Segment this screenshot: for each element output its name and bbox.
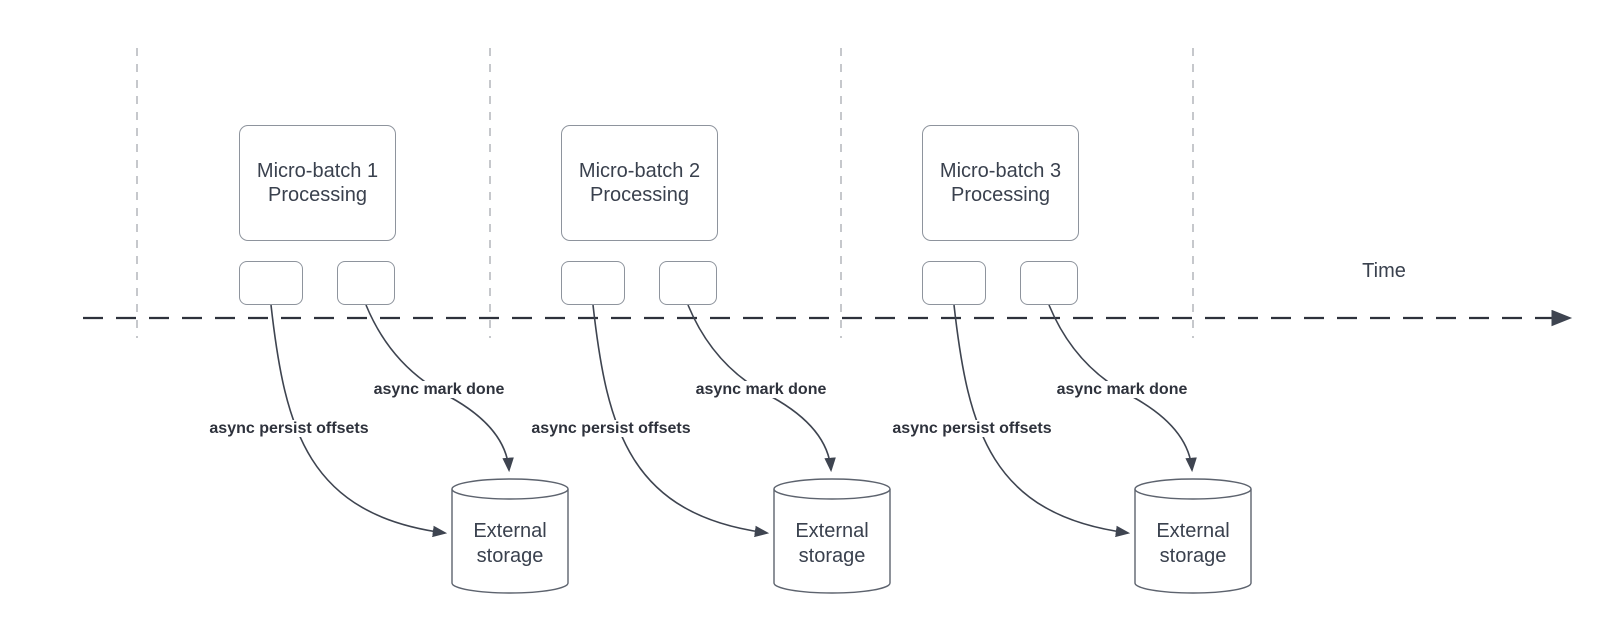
storage-cylinder-top bbox=[1134, 478, 1252, 500]
time-interval-grid bbox=[136, 48, 1194, 338]
external-storage-label: External storage bbox=[795, 520, 869, 567]
offset-box-right bbox=[337, 261, 395, 305]
persist-offsets-label: async persist offsets bbox=[889, 420, 1055, 437]
persist-offsets-arrow bbox=[270, 304, 448, 538]
storage-cylinder-body bbox=[1134, 489, 1252, 594]
micro-batch-label: Micro-batch 2 Processing bbox=[578, 160, 701, 206]
offset-box-right bbox=[1020, 261, 1078, 305]
offset-box-left bbox=[922, 261, 986, 305]
mark-done-label: async mark done bbox=[370, 381, 508, 398]
persist-offsets-label: async persist offsets bbox=[528, 420, 694, 437]
section-2-graphics bbox=[592, 304, 891, 594]
mark-done-label: async mark done bbox=[1053, 381, 1191, 398]
storage-cylinder-top bbox=[451, 478, 569, 500]
persist-offsets-arrow bbox=[592, 304, 770, 538]
external-storage-label: External storage bbox=[1156, 520, 1230, 567]
storage-cylinder-body bbox=[451, 489, 569, 594]
persist-offsets-label: async persist offsets bbox=[206, 420, 372, 437]
storage-cylinder-top bbox=[773, 478, 891, 500]
offset-box-left bbox=[561, 261, 625, 305]
micro-batch-label: Micro-batch 1 Processing bbox=[256, 160, 379, 206]
external-storage-label: External storage bbox=[473, 520, 547, 567]
micro-batch-box: Micro-batch 1 Processing bbox=[239, 125, 396, 241]
offset-box-left bbox=[239, 261, 303, 305]
micro-batch-label: Micro-batch 3 Processing bbox=[939, 160, 1062, 206]
mark-done-label: async mark done bbox=[692, 381, 830, 398]
time-axis-label: Time bbox=[1362, 260, 1406, 282]
offset-box-right bbox=[659, 261, 717, 305]
storage-cylinder-body bbox=[773, 489, 891, 594]
persist-offsets-arrow bbox=[953, 304, 1131, 538]
micro-batch-box: Micro-batch 3 Processing bbox=[922, 125, 1079, 241]
micro-batch-box: Micro-batch 2 Processing bbox=[561, 125, 718, 241]
section-1-graphics bbox=[270, 304, 569, 594]
